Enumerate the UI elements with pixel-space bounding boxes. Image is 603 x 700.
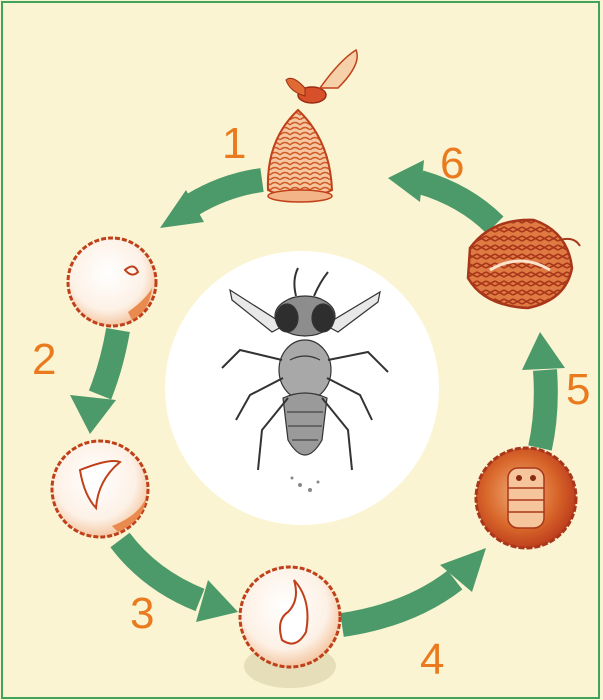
- arrow-step-1: [192, 180, 262, 205]
- center-insect-panel: [165, 251, 439, 525]
- step-number-6: 6: [440, 142, 464, 186]
- arrow-step-6: [420, 182, 495, 225]
- adult-emerging-from-gall-icon: [268, 50, 357, 202]
- arrow-head-2: [70, 395, 116, 434]
- arrow-head-5: [522, 332, 565, 370]
- grown-larva-in-seed-icon: [240, 567, 340, 688]
- arrow-step-2: [100, 330, 118, 395]
- young-larva-in-seed-icon: [52, 441, 148, 537]
- arrow-head-3: [196, 580, 238, 622]
- arrow-head-6: [388, 160, 424, 202]
- step-number-4: 4: [420, 638, 444, 682]
- step-number-2: 2: [32, 338, 56, 382]
- step-number-5: 5: [566, 368, 590, 412]
- developed-adult-in-gall-icon: [468, 220, 580, 308]
- step-number-1: 1: [222, 122, 246, 166]
- arrow-step-4: [342, 580, 455, 625]
- egg-in-seed-icon: [68, 238, 156, 326]
- arrow-step-5: [540, 370, 546, 448]
- pupa-in-seed-icon: [476, 448, 576, 548]
- step-number-3: 3: [130, 592, 154, 636]
